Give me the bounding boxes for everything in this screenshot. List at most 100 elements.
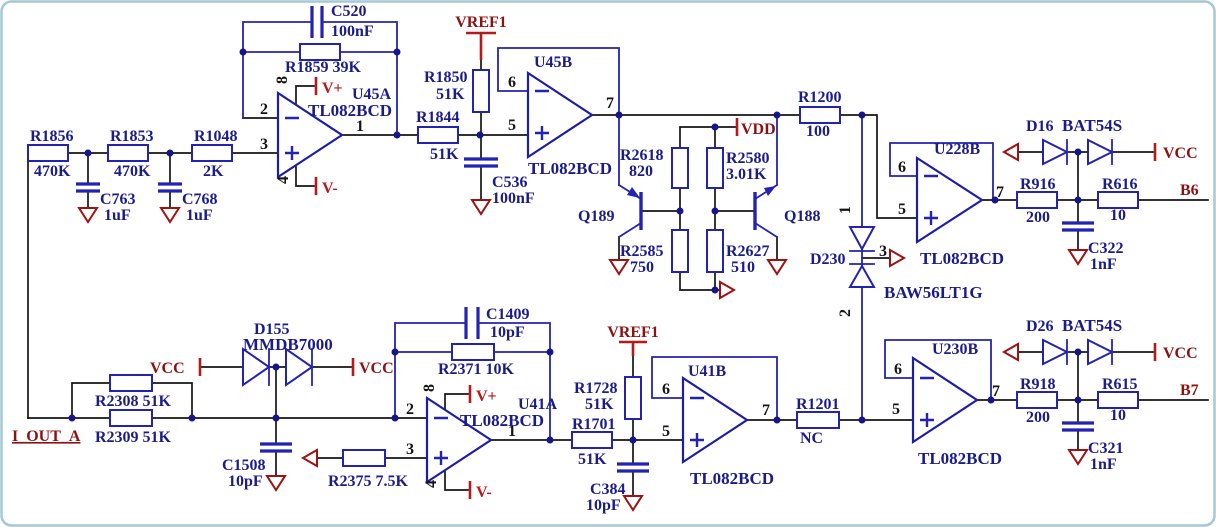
label-r1844-ref: R1844	[416, 109, 460, 126]
label-d16-ref: D16	[1026, 118, 1054, 135]
pin-u230b-5: 5	[892, 401, 900, 418]
label-r1728-val: 51K	[585, 396, 614, 413]
label-u41b-part: TL082BCD	[690, 469, 774, 488]
label-r918-val: 200	[1026, 409, 1050, 426]
label-r615-ref: R615	[1102, 376, 1138, 393]
capacitor-bodies	[76, 6, 1094, 473]
pin-u228b-7: 7	[996, 184, 1004, 201]
pin-u230b-7: 7	[992, 383, 1000, 400]
ground-icon	[159, 207, 181, 224]
label-c768-val: 1uF	[186, 207, 213, 224]
label-u41b-ref: U41B	[688, 363, 727, 380]
pin-u230b-6: 6	[894, 361, 902, 378]
label-c322-val: 1nF	[1090, 256, 1117, 273]
pin-d230-1: 1	[837, 206, 854, 214]
label-c763-ref: C763	[100, 191, 136, 208]
label-c520-val: 100nF	[331, 23, 374, 40]
label-c321-val: 1nF	[1090, 456, 1117, 473]
label-r1850-val: 51K	[436, 86, 465, 103]
label-u230b-part: TL082BCD	[918, 449, 1002, 468]
label-r1701-val: 51K	[578, 451, 607, 468]
label-r1048-val: 2K	[203, 163, 224, 180]
label-vcc-d16: VCC	[1163, 145, 1198, 162]
port-arrow-left-icon	[1001, 342, 1019, 362]
pin-u45b-5: 5	[508, 117, 516, 134]
ground-icon	[1067, 249, 1089, 266]
label-u228b-part: TL082BCD	[920, 249, 1004, 268]
label-c536-ref: C536	[492, 174, 528, 191]
label-r1844-val: 51K	[430, 146, 459, 163]
label-u45a-vminus: V-	[322, 180, 338, 197]
label-u230b-ref: U230B	[932, 341, 979, 358]
transistor-q188	[753, 183, 779, 239]
pin-u45a-8: 8	[274, 76, 291, 84]
label-r2371: R2371 10K	[438, 361, 515, 378]
pin-u228b-6: 6	[898, 159, 906, 176]
label-c1409-val: 10pF	[490, 324, 525, 341]
junction-dots	[68, 48, 1082, 444]
pin-u41a-3: 3	[406, 441, 414, 458]
label-c520-ref: C520	[331, 3, 367, 20]
pin-u45a-1: 1	[356, 118, 364, 135]
label-u45a-ref: U45A	[352, 86, 392, 103]
ground-icon	[766, 259, 788, 276]
label-c1508-ref: C1508	[222, 457, 266, 474]
pin-d230-2: 2	[837, 309, 854, 317]
label-c384-ref: C384	[590, 481, 626, 498]
label-r1853-ref: R1853	[110, 128, 154, 145]
label-r2627-ref: R2627	[726, 243, 770, 260]
label-r916-val: 200	[1026, 209, 1050, 226]
label-vcc-d26: VCC	[1163, 345, 1198, 362]
label-r1850-ref: R1850	[424, 69, 468, 86]
pin-u45a-3: 3	[260, 136, 268, 153]
pin-u41b-6: 6	[662, 381, 670, 398]
label-r1856-ref: R1856	[30, 128, 74, 145]
label-r1856-val: 470K	[34, 163, 71, 180]
label-r2308: R2308 51K	[95, 393, 172, 410]
label-d26-part: BAT54S	[1062, 316, 1122, 335]
label-d26-ref: D26	[1026, 318, 1054, 335]
label-c768-ref: C768	[182, 191, 218, 208]
pin-u45b-7: 7	[606, 95, 614, 112]
label-r2585-val: 750	[630, 259, 654, 276]
label-c321-ref: C321	[1088, 440, 1124, 457]
label-vcc-d155-left: VCC	[150, 360, 185, 377]
label-c1409-ref: C1409	[486, 306, 530, 323]
pin-u41a-1: 1	[508, 423, 516, 440]
label-r615-val: 10	[1110, 407, 1126, 424]
label-u228b-ref: U228B	[934, 141, 981, 158]
transistor-q189	[617, 183, 643, 239]
label-vdd: VDD	[741, 121, 776, 138]
label-r1200-ref: R1200	[798, 89, 842, 106]
port-arrow-left-icon	[1001, 142, 1019, 162]
pin-u41b-7: 7	[762, 402, 770, 419]
label-d155-ref: D155	[254, 321, 290, 338]
diode-bodies	[242, 138, 1115, 387]
label-r1201-ref: R1201	[796, 396, 840, 413]
label-c322-ref: C322	[1088, 240, 1124, 257]
vref1-bar-icon	[466, 31, 496, 60]
label-c1508-val: 10pF	[228, 473, 263, 490]
ground-icon	[1067, 449, 1089, 466]
label-r916-ref: R916	[1020, 176, 1056, 193]
label-u41a-vminus: V-	[476, 484, 492, 501]
label-r1701-ref: R1701	[572, 416, 616, 433]
ground-icon	[77, 207, 99, 224]
label-r1859: R1859 39K	[285, 59, 362, 76]
label-r918-ref: R918	[1020, 376, 1056, 393]
label-net-b6: B6	[1180, 182, 1199, 199]
label-r1048-ref: R1048	[194, 128, 238, 145]
pin-u41a-8: 8	[421, 384, 438, 392]
port-arrow-left-icon	[300, 448, 318, 468]
label-r2375: R2375 7.5K	[328, 473, 409, 490]
label-q189-ref: Q189	[578, 208, 614, 225]
label-u45a-part: TL082BCD	[308, 101, 392, 120]
label-vref1-top: VREF1	[455, 14, 507, 31]
label-c763-val: 1uF	[104, 207, 131, 224]
pin-u45a-4: 4	[275, 176, 292, 184]
pin-u41b-5: 5	[662, 423, 670, 440]
label-u45b-part: TL082BCD	[528, 159, 612, 178]
label-u41a-vplus: V+	[476, 388, 497, 405]
power-symbols	[77, 31, 1157, 512]
